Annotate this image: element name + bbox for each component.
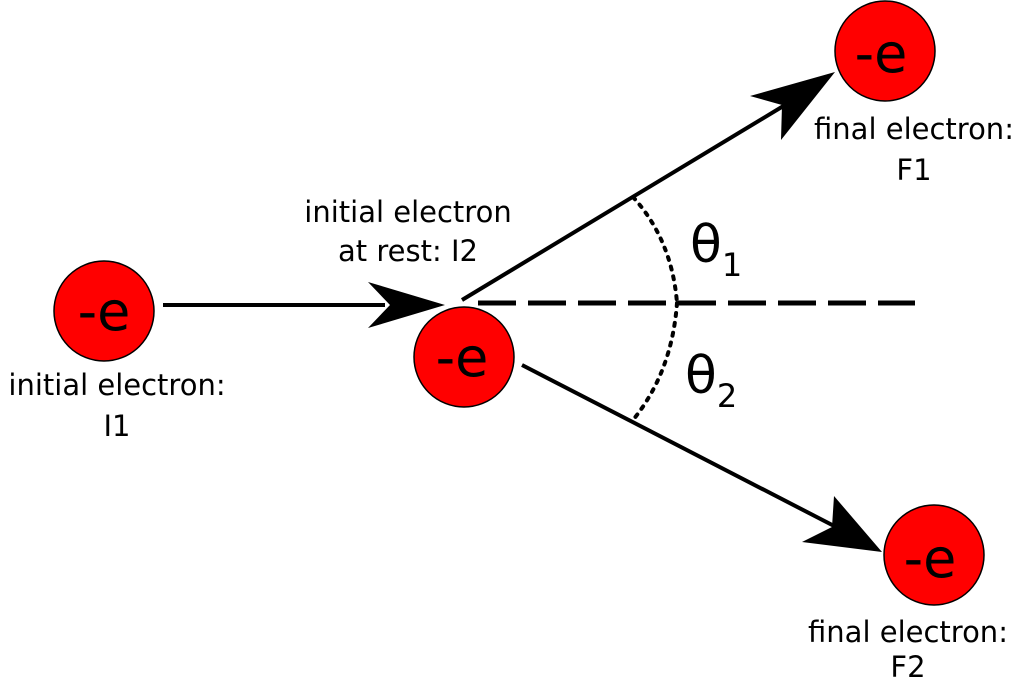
electron-f1-symbol: -e — [855, 22, 908, 85]
electron-i2-caption-line2: at rest: I2 — [338, 234, 478, 268]
electron-f1: -e — [834, 0, 936, 102]
electron-i1: -e — [53, 260, 155, 362]
electron-f2-caption-line2: F2 — [890, 650, 925, 681]
electron-i2-caption-line1: initial electron — [304, 195, 511, 229]
angle-arc-theta2 — [631, 301, 679, 422]
theta1-label: θ1 — [690, 215, 742, 284]
electron-i1-caption-line1: initial electron: — [8, 368, 225, 402]
electron-f1-circle — [834, 0, 936, 102]
outgoing-arrow-f1-head — [750, 72, 835, 140]
outgoing-arrow-f2-head — [802, 496, 882, 552]
theta2-label: θ2 — [685, 346, 737, 415]
incoming-arrow-head — [368, 282, 445, 328]
outgoing-arrow-f2-shaft — [521, 363, 839, 530]
electron-i2: -e — [413, 306, 515, 408]
outgoing-arrow-f1-shaft — [460, 100, 792, 302]
electron-f1-caption-line1: final electron: — [814, 112, 1014, 146]
electron-i1-symbol: -e — [78, 280, 131, 343]
electron-i1-circle — [53, 260, 155, 362]
electron-f1-caption-line2: F1 — [896, 153, 931, 187]
angle-arc-theta1 — [631, 195, 679, 305]
electron-i2-symbol: -e — [436, 326, 489, 389]
electron-f2: -e — [883, 504, 985, 606]
electron-f2-caption-line1: final electron: — [808, 615, 1008, 649]
electron-f2-symbol: -e — [904, 527, 957, 590]
electron-i2-circle — [413, 306, 515, 408]
electron-f2-circle — [883, 504, 985, 606]
electron-i1-caption-line2: I1 — [103, 409, 130, 443]
